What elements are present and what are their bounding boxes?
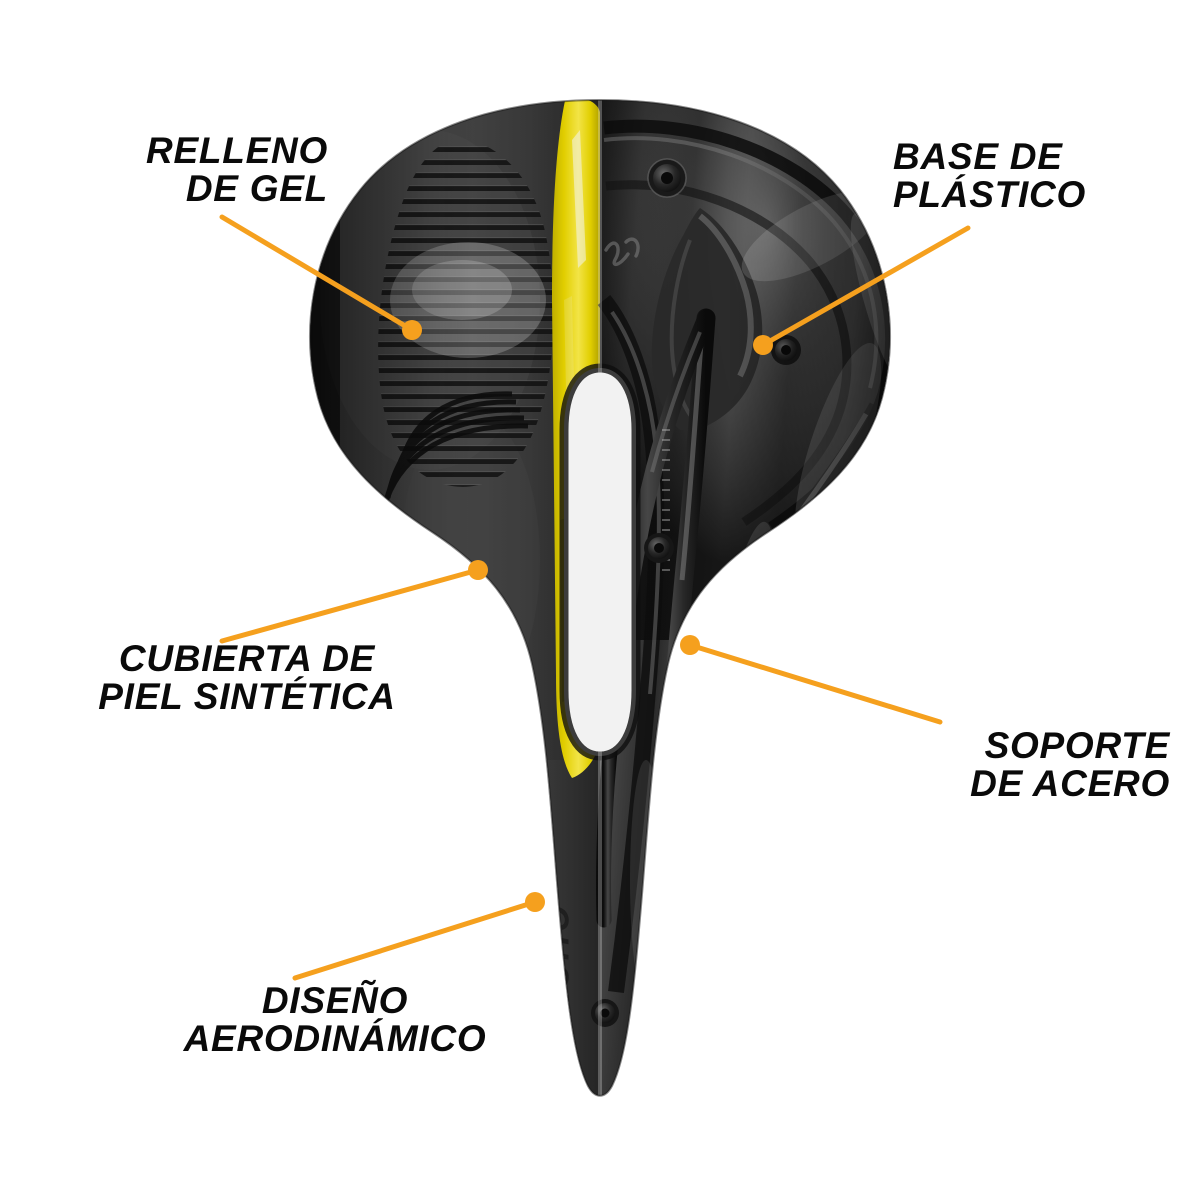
- callout-label-diseno-aerodinamico: DISEÑO AERODINÁMICO: [183, 980, 487, 1060]
- callout-label-cubierta-de-piel-sintetica: CUBIERTA DE PIEL SINTÉTICA: [98, 638, 396, 718]
- callout-label-soporte-de-acero: SOPORTE DE ACERO: [970, 725, 1170, 805]
- callout-label-base-de-plastico: BASE DE PLÁSTICO: [893, 136, 1086, 216]
- callout-label-relleno-de-gel: RELLENO DE GEL: [146, 130, 328, 210]
- saddle-body: CUSTODE: [310, 100, 890, 1096]
- saddle-outline: [309, 98, 891, 1097]
